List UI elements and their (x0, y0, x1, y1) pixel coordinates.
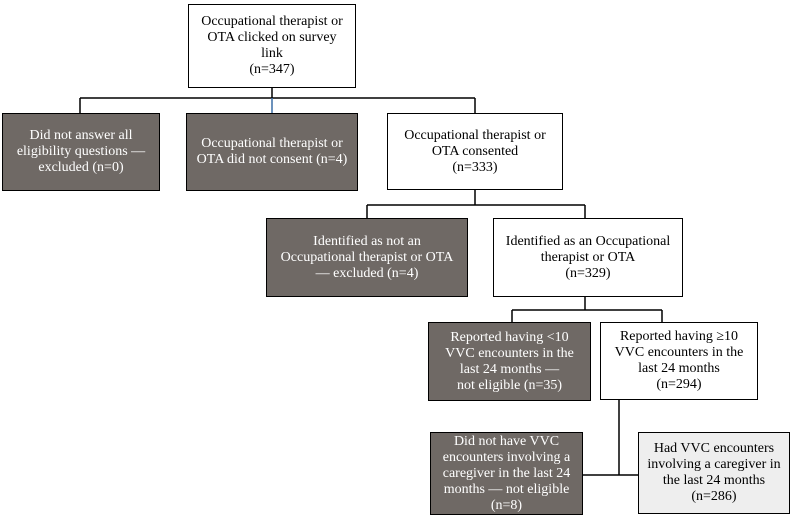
node-caregiver: Had VVC encounters involving a caregiver… (638, 432, 790, 514)
node-no-caregiver: Did not have VVC encounters involving a … (430, 432, 583, 515)
node-start: Occupational therapist or OTA clicked on… (188, 4, 356, 88)
node-no-answer: Did not answer all eligibility questions… (2, 113, 160, 191)
node-consented: Occupational therapist or OTA consented … (387, 113, 563, 190)
node-no-answer-label: Did not answer all eligibility questions… (16, 128, 146, 175)
node-no-caregiver-label: Did not have VVC encounters involving a … (442, 433, 571, 513)
node-lt10: Reported having <10 VVC encounters in th… (428, 322, 591, 401)
node-consented-label: Occupational therapist or OTA consented … (404, 127, 546, 175)
node-ge10-label: Reported having ≥10 VVC encounters in th… (614, 329, 744, 392)
node-not-ot: Identified as not an Occupational therap… (266, 218, 468, 297)
node-ge10: Reported having ≥10 VVC encounters in th… (600, 322, 758, 400)
node-is-ot-label: Identified as an Occupational therapist … (505, 233, 671, 281)
node-caregiver-label: Had VVC encounters involving a caregiver… (647, 441, 781, 504)
node-no-consent-label: Occupational therapist or OTA did not co… (196, 136, 348, 167)
node-no-consent: Occupational therapist or OTA did not co… (186, 113, 358, 191)
node-is-ot: Identified as an Occupational therapist … (493, 218, 683, 297)
node-not-ot-label: Identified as not an Occupational therap… (280, 233, 454, 281)
node-start-label: Occupational therapist or OTA clicked on… (201, 14, 343, 77)
node-lt10-label: Reported having <10 VVC encounters in th… (445, 329, 574, 393)
